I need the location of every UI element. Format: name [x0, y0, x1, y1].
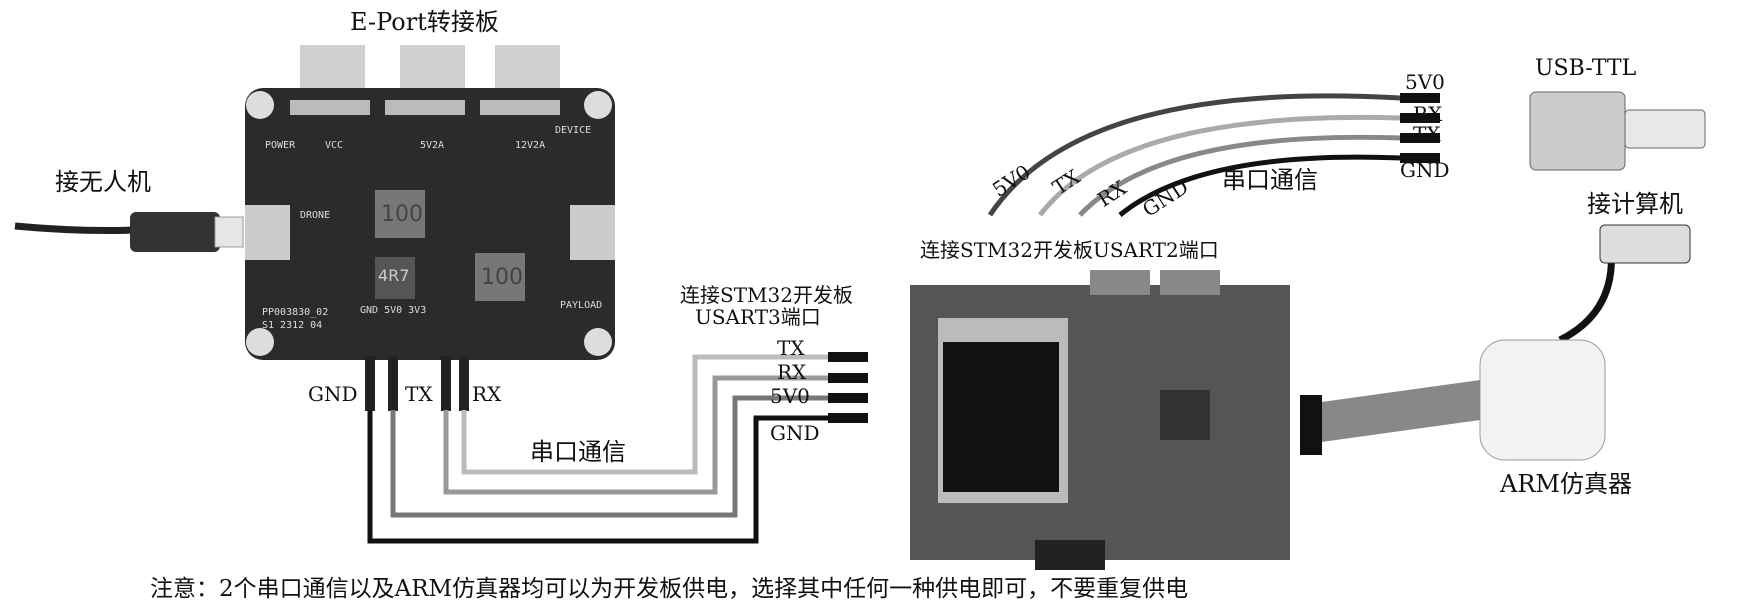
- usart3-title-line1: 连接STM32开发板: [680, 283, 853, 307]
- usb-ttl-module: [1529, 91, 1706, 171]
- usb-ttl-title: USB-TTL: [1535, 56, 1637, 81]
- silk-header: GND 5V0 3V3: [360, 305, 427, 316]
- silk-vcc: VCC: [325, 140, 344, 151]
- usart3-pin-tx: TX: [777, 336, 805, 360]
- pin-tx-label: TX: [405, 382, 433, 406]
- silk-12v2a: 12V2A: [515, 140, 546, 151]
- inductor-1: 100: [381, 202, 423, 227]
- usart3-title-line2: USART3端口: [695, 305, 821, 329]
- silk-5v2a: 5V2A: [420, 140, 445, 151]
- usart2-wires: [987, 93, 1440, 217]
- silk-power: POWER: [265, 140, 296, 151]
- inductor-3: 100: [481, 265, 523, 290]
- stm32-board: [910, 270, 1290, 570]
- arm-label: ARM仿真器: [1500, 470, 1632, 498]
- usb-ttl-pin-gnd: GND: [1400, 158, 1450, 182]
- usart2-link-label: 串口通信: [1222, 166, 1318, 194]
- inductor-2: 4R7: [378, 266, 410, 285]
- usart3-pin-gnd: GND: [770, 421, 820, 445]
- usart3-link-label: 串口通信: [530, 438, 626, 466]
- usart3-wires: [365, 352, 868, 544]
- silk-part: PP003830_02: [262, 307, 329, 318]
- silk-rev: S1 2312 04: [262, 320, 323, 331]
- power-note: 注意：2个串口通信以及ARM仿真器均可以为开发板供电，选择其中任何一种供电即可，…: [150, 576, 1189, 602]
- usb-ttl-pin-tx: TX: [1413, 122, 1441, 146]
- usb-ttl-pin-rx: RX: [1413, 102, 1443, 126]
- pin-rx-label: RX: [472, 382, 502, 406]
- drone-label: 接无人机: [55, 168, 151, 196]
- usart3-pin-5v0: 5V0: [770, 384, 810, 408]
- arm-emulator: [1300, 224, 1691, 461]
- eport-title: E-Port转接板: [350, 8, 499, 36]
- pin-gnd-label: GND: [308, 382, 358, 406]
- usb-ttl-pin-5v0: 5V0: [1405, 70, 1445, 94]
- silk-drone: DRONE: [300, 210, 331, 221]
- usart3-pin-rx: RX: [777, 360, 807, 384]
- usart2-title: 连接STM32开发板USART2端口: [920, 238, 1219, 262]
- eport-board: [245, 45, 615, 360]
- drone-cable: [14, 212, 244, 252]
- silk-device: DEVICE: [555, 125, 592, 136]
- silk-payload: PAYLOAD: [560, 300, 603, 311]
- computer-label: 接计算机: [1587, 190, 1683, 218]
